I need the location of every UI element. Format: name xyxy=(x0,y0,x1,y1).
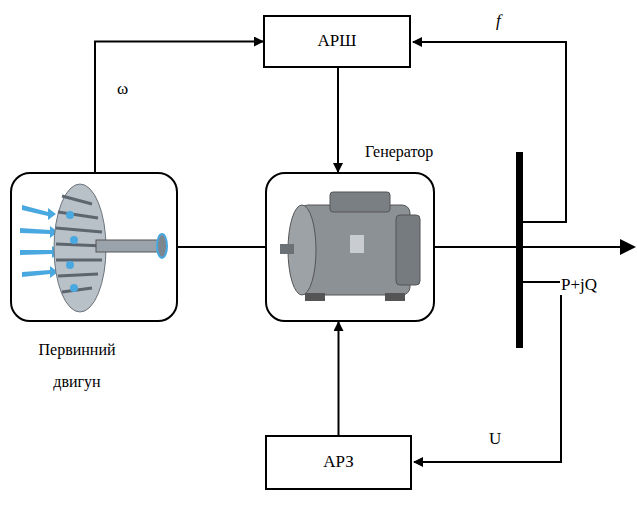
wiring xyxy=(413,42,622,462)
drawing-part xyxy=(56,228,102,232)
drawing-part xyxy=(350,235,364,253)
drawing-part xyxy=(396,215,420,285)
drawing-part xyxy=(62,196,92,204)
voltage-feedback xyxy=(414,282,561,462)
drawing-part xyxy=(66,261,74,269)
frequency-feedback xyxy=(413,42,566,222)
drawing-part xyxy=(96,240,162,252)
drawing-part xyxy=(70,284,78,292)
box-label: АРШ xyxy=(318,31,357,51)
turbine-picture xyxy=(20,184,167,312)
drawing-part xyxy=(56,259,102,262)
generator-picture xyxy=(280,192,420,301)
part-name: Первинний двигун xyxy=(22,334,132,398)
drawing-part xyxy=(157,234,167,258)
drawing-part xyxy=(58,274,98,276)
box-label: АРЗ xyxy=(323,452,353,472)
drawing-part xyxy=(22,266,58,278)
signal-arrow xyxy=(337,68,339,172)
drawing-part xyxy=(58,212,98,218)
drawing-part xyxy=(70,236,78,244)
part-name: Генератор xyxy=(365,142,433,161)
drawing-part xyxy=(22,205,56,220)
drawing-part xyxy=(385,293,405,301)
drawing-part xyxy=(330,192,390,212)
drawing-part xyxy=(305,293,325,301)
signal-arrow xyxy=(338,322,340,435)
controller-box: АРЗ xyxy=(265,435,412,490)
prime-mover-box: Первинний двигун xyxy=(10,172,178,322)
signal-name: U xyxy=(488,430,502,449)
signal-name: f xyxy=(495,12,502,31)
controller-box: АРШ xyxy=(263,15,411,68)
drawing-part xyxy=(66,211,78,292)
output-line xyxy=(435,246,622,248)
busbar xyxy=(516,152,523,348)
generator-box: Генератор xyxy=(265,172,435,322)
power-label: P+jQ xyxy=(560,276,598,295)
drawing-part xyxy=(280,244,294,254)
output-arrowhead xyxy=(620,239,636,255)
shaft-line xyxy=(178,246,265,248)
signal-name: ω xyxy=(116,80,129,99)
signal-arrow xyxy=(95,42,263,173)
drawing-part xyxy=(66,211,74,219)
drawing-part xyxy=(20,226,58,238)
